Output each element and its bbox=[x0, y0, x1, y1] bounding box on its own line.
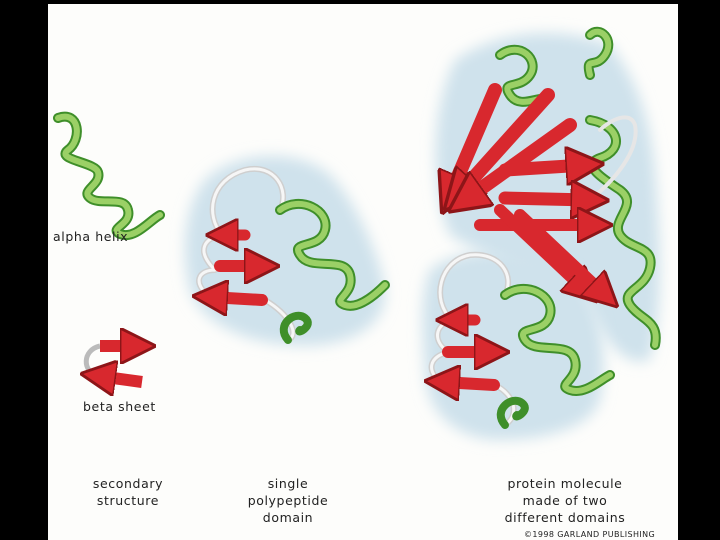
alpha-helix-illustration bbox=[53, 111, 165, 241]
label-line: domain bbox=[262, 510, 314, 525]
single-domain-illustration bbox=[199, 165, 390, 344]
label-beta-sheet: beta sheet bbox=[83, 399, 156, 414]
label-line: structure bbox=[96, 493, 160, 508]
copyright-notice: ©1998 GARLAND PUBLISHING bbox=[524, 530, 656, 539]
label-line: secondary bbox=[92, 476, 164, 491]
domain-shadows bbox=[185, 33, 660, 440]
bottom-domain-illustration bbox=[432, 251, 615, 429]
label-line: polypeptide bbox=[247, 493, 329, 508]
label-line: made of two bbox=[522, 493, 608, 508]
label-line: different domains bbox=[504, 510, 626, 525]
label-two-domains: protein molecule made of two different d… bbox=[490, 475, 640, 526]
label-line: protein molecule bbox=[507, 476, 623, 491]
label-secondary-structure: secondary structure bbox=[78, 475, 178, 509]
top-domain-illustration bbox=[450, 26, 661, 350]
label-alpha-helix: alpha helix bbox=[53, 229, 129, 244]
label-single-domain: single polypeptide domain bbox=[233, 475, 343, 526]
two-domain-shadow-bottom bbox=[422, 251, 604, 440]
beta-sheet-illustration bbox=[86, 346, 142, 382]
label-line: single bbox=[267, 476, 309, 491]
